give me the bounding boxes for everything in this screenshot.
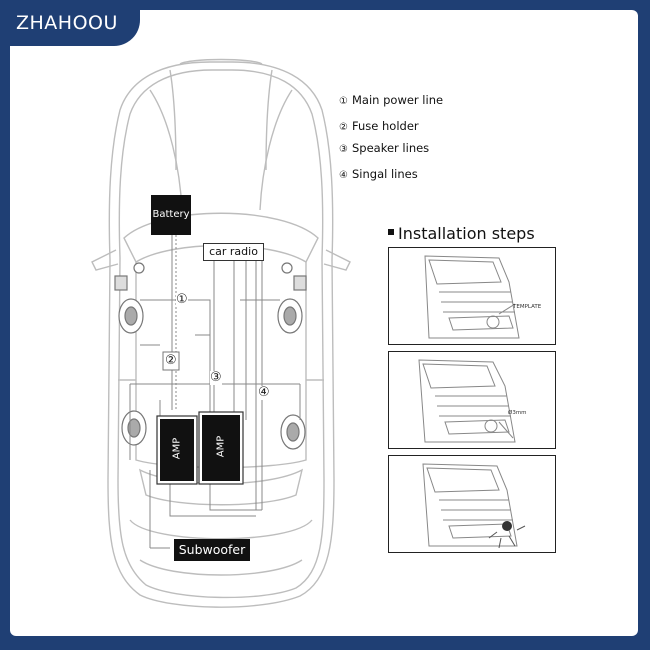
door-illustration-1	[424, 255, 520, 339]
marker-3: ③	[210, 370, 222, 385]
car-body-outline	[107, 61, 335, 608]
left-tweeter	[133, 262, 145, 274]
step-panel-2: Ø3mm	[388, 351, 556, 449]
template-annotation: TEMPLATE	[513, 304, 542, 310]
car-radio-label: car radio	[203, 243, 264, 261]
step-panel-1: TEMPLATE	[388, 247, 556, 345]
battery-label: Battery	[151, 195, 191, 235]
marker-2: ②	[165, 353, 177, 368]
door-illustration-2	[418, 359, 516, 443]
step-panel-3	[388, 455, 556, 553]
subwoofer-label: Subwoofer	[174, 539, 250, 561]
hole-size-annotation: Ø3mm	[508, 410, 527, 416]
brand-badge: ZHAHOOU	[0, 0, 140, 46]
door-illustration-3	[422, 463, 526, 549]
marker-1: ①	[176, 292, 188, 307]
right-mirror	[323, 249, 351, 271]
marker-4: ④	[258, 385, 270, 400]
car-body-inner	[117, 69, 325, 599]
installation-steps-title: Installation steps	[388, 224, 535, 243]
amp-label-right: AMP	[215, 435, 227, 458]
speakers	[114, 262, 307, 450]
amp-label-left: AMP	[171, 437, 183, 460]
right-tweeter	[281, 262, 293, 274]
left-mirror	[91, 249, 119, 271]
brand-name: ZHAHOOU	[16, 12, 118, 34]
